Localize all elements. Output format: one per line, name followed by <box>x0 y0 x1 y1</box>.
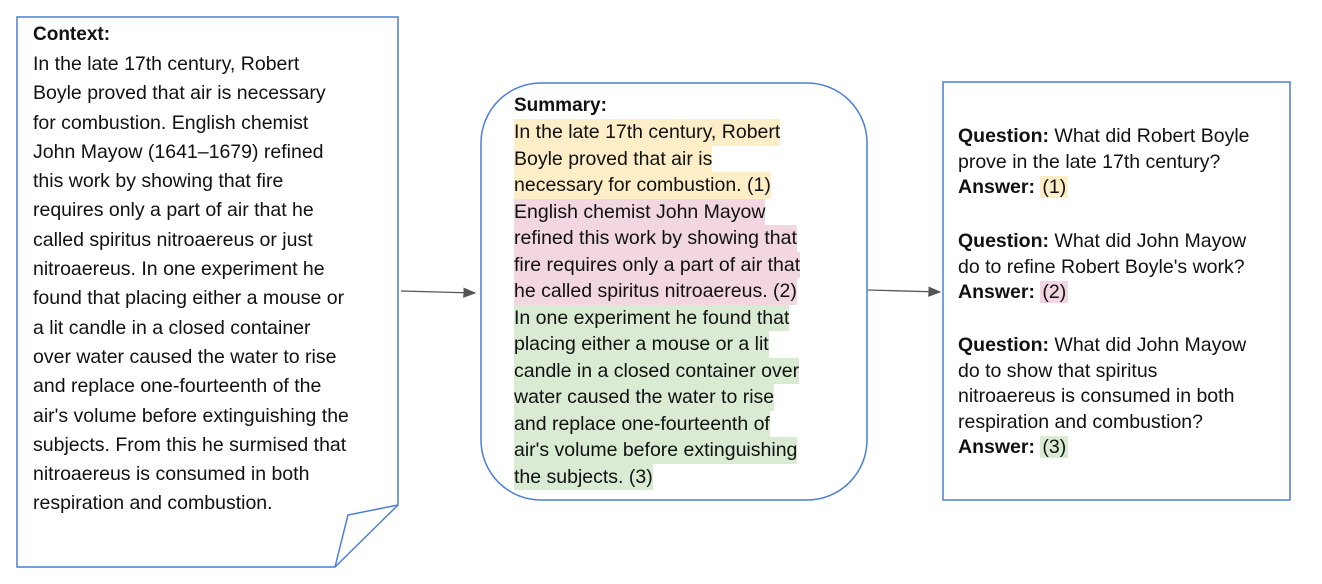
summary-line-sentence-3: water caused the water to rise <box>514 384 775 411</box>
answer-label: Answer: <box>958 281 1035 303</box>
answer-label: Answer: <box>958 176 1035 198</box>
context-line: respiration and combustion. <box>33 492 273 515</box>
question-text: do to refine Robert Boyle's work? <box>958 255 1245 278</box>
context-line: found that placing either a mouse or <box>33 287 345 310</box>
answer-label: Answer: <box>958 436 1035 458</box>
summary-line-sentence-2: he called spiritus nitroaereus. (2) <box>514 278 797 305</box>
context-line: nitroaereus is consumed in both <box>33 463 310 486</box>
context-line: a lit candle in a closed container <box>33 316 311 339</box>
summary-line-sentence-2: English chemist John Mayow <box>514 198 766 225</box>
context-line: called spiritus nitroaereus or just <box>33 228 313 251</box>
context-line: subjects. From this he surmised that <box>33 433 347 456</box>
context-body: In the late 17th century, Robert Boyle p… <box>33 50 393 519</box>
context-line: In the late 17th century, Robert <box>33 53 300 75</box>
qa-box <box>942 81 1291 501</box>
question-text: do to show that spiritus <box>958 359 1158 382</box>
qa-item-1: Question: What did Robert Boyle prove in… <box>958 124 1278 201</box>
answer-value: (2) <box>1040 281 1069 303</box>
summary-line-sentence-3: air's volume before extinguishing <box>514 437 798 464</box>
arrow-summary-to-qa <box>867 286 942 297</box>
qa-item-3: Question: What did John Mayow do to show… <box>958 333 1278 461</box>
question-text: prove in the late 17th century? <box>958 150 1221 173</box>
context-line: air's volume before extinguishing the <box>33 404 349 427</box>
summary-line-sentence-3: the subjects. (3) <box>514 463 653 490</box>
summary-line-sentence-3: candle in a closed container over <box>514 357 800 384</box>
context-folded-corner <box>334 504 399 568</box>
question-text: What did John Mayow <box>1049 230 1247 252</box>
summary-body: In the late 17th century, Robert Boyle p… <box>514 119 801 490</box>
context-line: requires only a part of air that he <box>33 199 314 222</box>
context-line: Boyle proved that air is necessary <box>33 82 326 105</box>
summary-line-sentence-1: In the late 17th century, Robert <box>514 119 781 146</box>
answer-value: (1) <box>1040 176 1069 198</box>
summary-line-sentence-1: necessary for combustion. (1) <box>514 172 771 199</box>
answer-value: (3) <box>1040 436 1069 458</box>
summary-line-sentence-3: and replace one-fourteenth of <box>514 410 770 437</box>
question-text: What did John Mayow <box>1049 334 1247 356</box>
context-document-box <box>16 16 399 568</box>
arrow-context-to-summary <box>400 287 477 298</box>
context-line: over water caused the water to rise <box>33 345 337 368</box>
context-heading: Context: <box>33 24 111 45</box>
context-line: for combustion. English chemist <box>33 111 309 134</box>
question-label: Question: <box>958 230 1049 252</box>
question-text: respiration and combustion? <box>958 410 1203 433</box>
summary-line-sentence-1: Boyle proved that air is <box>514 145 713 172</box>
summary-line-sentence-2: fire requires only a part of air that <box>514 251 801 278</box>
context-line: this work by showing that fire <box>33 170 284 193</box>
question-text: What did Robert Boyle <box>1049 125 1250 147</box>
question-label: Question: <box>958 334 1049 356</box>
summary-heading: Summary: <box>514 95 607 116</box>
context-line: nitroaereus. In one experiment he <box>33 258 325 281</box>
context-line: and replace one-fourteenth of the <box>33 375 322 398</box>
summary-line-sentence-3: In one experiment he found that <box>514 304 790 331</box>
question-label: Question: <box>958 125 1049 147</box>
context-line: John Mayow (1641–1679) refined <box>33 140 324 163</box>
qa-item-2: Question: What did John Mayow do to refi… <box>958 229 1278 306</box>
question-text: nitroaereus is consumed in both <box>958 385 1235 407</box>
summary-line-sentence-3: placing either a mouse or a lit <box>514 331 769 358</box>
summary-line-sentence-2: refined this work by showing that <box>514 225 797 252</box>
